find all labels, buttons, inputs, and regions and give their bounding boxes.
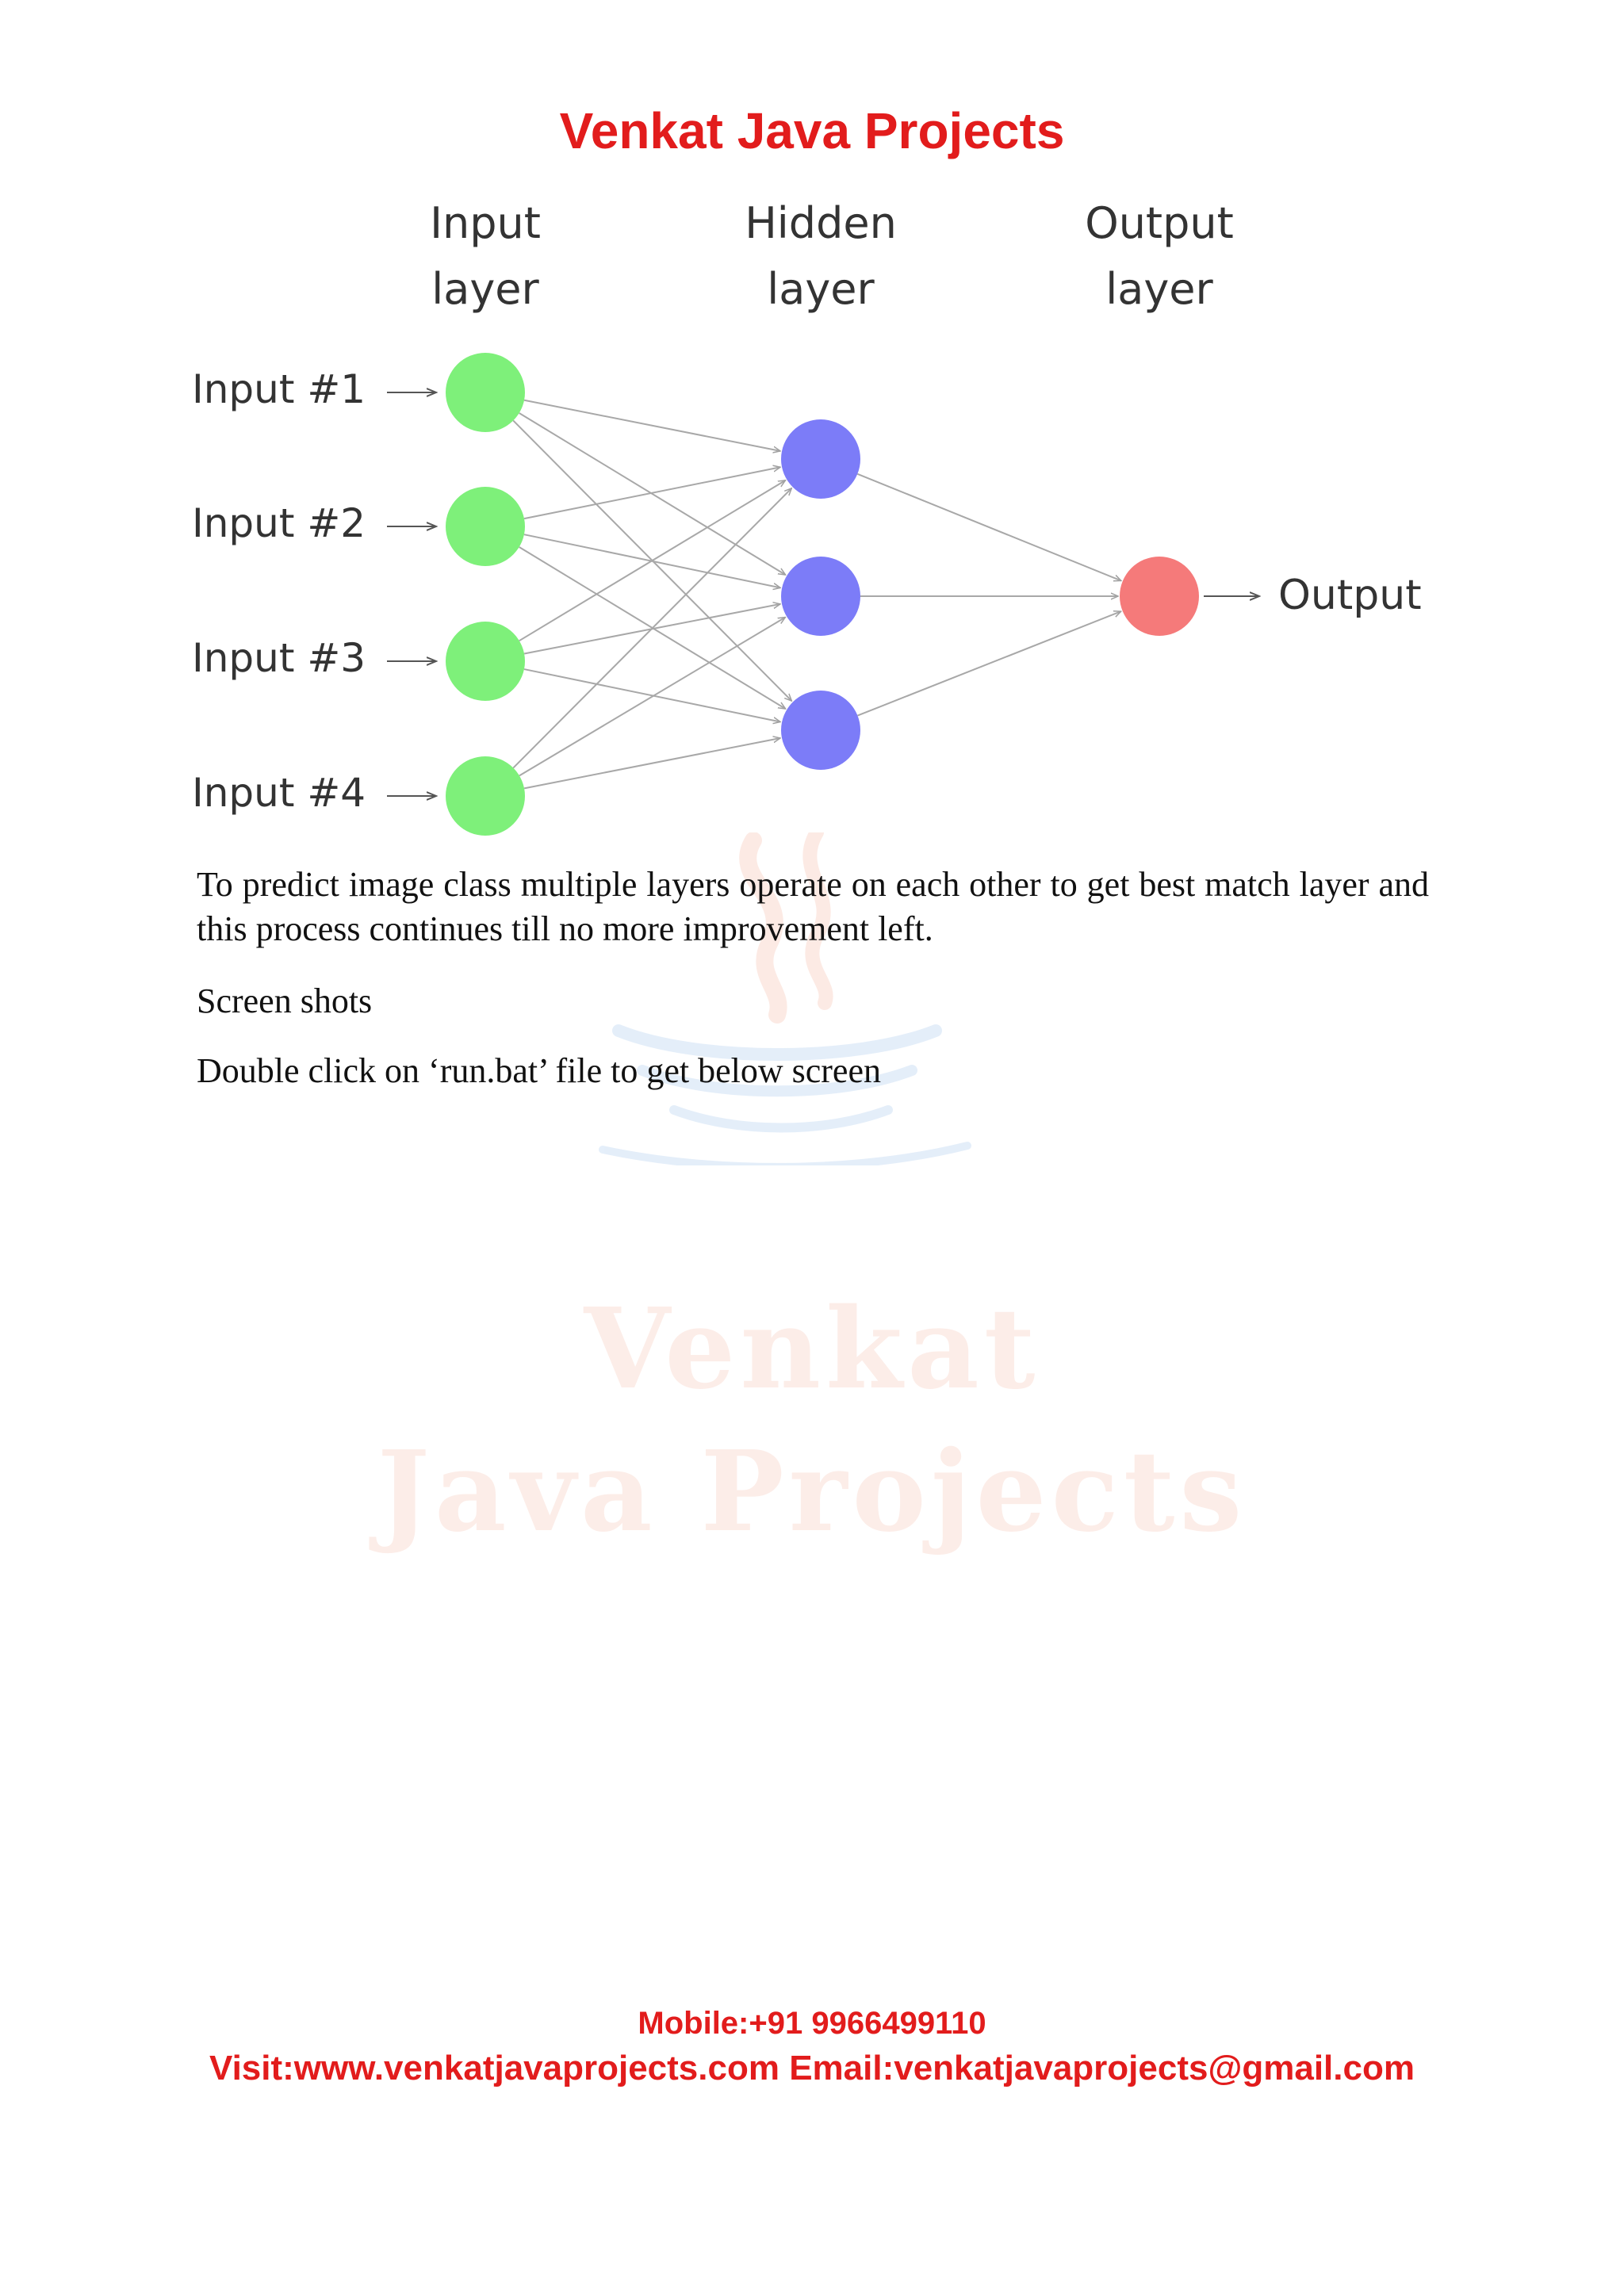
watermark-line-2: Java Projects <box>377 1427 1247 1557</box>
input-label-1: Input #1 <box>192 366 366 412</box>
edge-input-3-hidden-3 <box>523 668 780 721</box>
edge-hidden-1-output <box>856 473 1120 581</box>
hidden-node-2 <box>781 557 860 636</box>
hidden-layer-heading-line2: layer <box>767 264 875 314</box>
input-label-4: Input #4 <box>192 770 366 816</box>
input-node-2 <box>446 487 525 566</box>
hidden-node-1 <box>781 419 860 499</box>
input-label-2: Input #2 <box>192 500 366 546</box>
output-node <box>1120 557 1199 636</box>
edge-hidden-3-output <box>857 611 1120 717</box>
hidden-layer-heading-line1: Hidden <box>745 198 897 248</box>
output-label: Output <box>1278 572 1422 619</box>
output-layer-heading-line2: layer <box>1105 264 1213 314</box>
footer-mobile: Mobile:+91 9966499110 <box>638 2006 986 2041</box>
edge-input-1-hidden-1 <box>523 399 780 451</box>
hidden-node-3 <box>781 691 860 770</box>
input-node-1 <box>446 353 525 432</box>
input-layer-heading-line2: layer <box>431 264 539 314</box>
input-layer-heading-line1: Input <box>430 198 541 248</box>
output-layer-heading-line1: Output <box>1085 198 1234 248</box>
edge-input-1-hidden-2 <box>519 412 786 575</box>
body-paragraph-1: To predict image class multiple layers o… <box>197 865 1429 948</box>
edge-input-2-hidden-1 <box>523 467 780 520</box>
input-node-4 <box>446 756 525 836</box>
watermark-line-1: Venkat <box>584 1284 1040 1414</box>
connections-group <box>512 399 1121 790</box>
input-label-3: Input #3 <box>192 635 366 681</box>
body-paragraph-2: Screen shots <box>197 982 373 1020</box>
edge-input-4-hidden-2 <box>519 618 785 777</box>
edge-input-4-hidden-3 <box>523 738 780 790</box>
edge-input-4-hidden-1 <box>512 488 791 769</box>
input-labels-group: Input #1 Input #2 Input #3 Input #4 <box>192 366 436 816</box>
neural-network-diagram: Input layer Hidden layer Output layer In… <box>192 198 1422 836</box>
footer-contact: Visit:www.venkatjavaprojects.com Email:v… <box>209 2049 1415 2087</box>
input-node-3 <box>446 622 525 701</box>
edge-input-3-hidden-1 <box>519 480 786 642</box>
page-title: Venkat Java Projects <box>559 102 1065 159</box>
body-paragraph-3: Double click on ‘run.bat’ file to get be… <box>197 1051 881 1090</box>
nodes-group <box>446 353 1199 836</box>
